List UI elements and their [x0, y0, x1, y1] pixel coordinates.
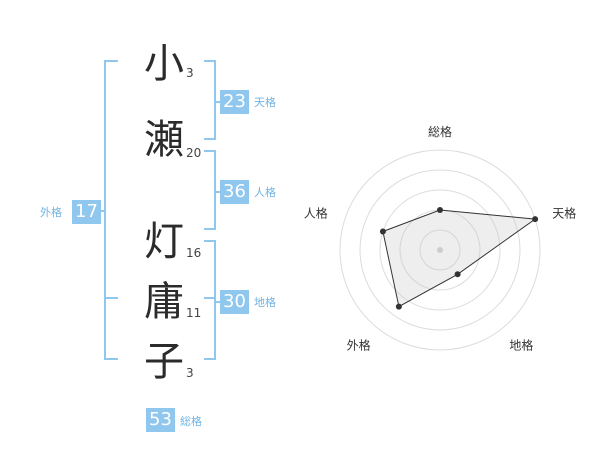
radar-point-1 [437, 207, 443, 213]
chikaku-connector [214, 301, 220, 303]
jinkaku-connector [214, 191, 220, 193]
radar-axis-label-3: 地格 [509, 337, 533, 352]
stroke-count-4: 11 [186, 306, 202, 320]
name-char-1: 小 [144, 41, 184, 87]
tenkaku-label: 天格 [254, 96, 276, 109]
gaikaku-divider [104, 297, 118, 299]
radar-axis-label-1: 総格 [428, 124, 452, 139]
radar-axis-label-2: 天格 [552, 206, 576, 221]
gaikaku-badge: 17 [72, 200, 101, 224]
stroke-count-1: 3 [186, 66, 194, 80]
radar-axis-label-5: 人格 [304, 206, 328, 221]
name-char-5: 子 [144, 339, 184, 385]
jinkaku-badge: 36 [220, 180, 249, 204]
tenkaku-connector [214, 101, 220, 103]
stroke-count-2: 20 [186, 146, 202, 160]
radar-point-2 [532, 216, 539, 223]
radar-ring [379, 189, 501, 311]
chikaku-bracket [204, 240, 216, 360]
name-char-4: 庸 [144, 279, 184, 325]
stroke-count-5: 3 [186, 366, 194, 380]
name-char-2: 瀬 [144, 117, 184, 163]
gaikaku-bracket [104, 60, 118, 360]
name-char-3: 灯 [144, 219, 184, 265]
jinkaku-bracket [204, 150, 216, 230]
radar-point-3 [454, 271, 461, 278]
radar-point-5 [379, 228, 386, 235]
jinkaku-label: 人格 [254, 186, 276, 199]
radar-area [382, 209, 537, 308]
gaikaku-connector [98, 210, 106, 212]
tenkaku-bracket [204, 60, 216, 140]
gaikaku-label: 外格 [40, 206, 62, 219]
soukaku-label: 総格 [180, 415, 202, 428]
chikaku-label: 地格 [254, 296, 276, 309]
chikaku-badge: 30 [220, 290, 249, 314]
radar-ring [419, 229, 461, 271]
radar-point-4 [395, 303, 402, 310]
radar-ring [339, 149, 541, 351]
soukaku-badge: 53 [146, 408, 175, 432]
radar-center [437, 247, 443, 253]
radar-axis-label-4: 外格 [347, 337, 371, 352]
chikaku-divider [204, 297, 216, 299]
stroke-count-3: 16 [186, 246, 202, 260]
radar-ring [359, 169, 521, 331]
tenkaku-badge: 23 [220, 90, 249, 114]
